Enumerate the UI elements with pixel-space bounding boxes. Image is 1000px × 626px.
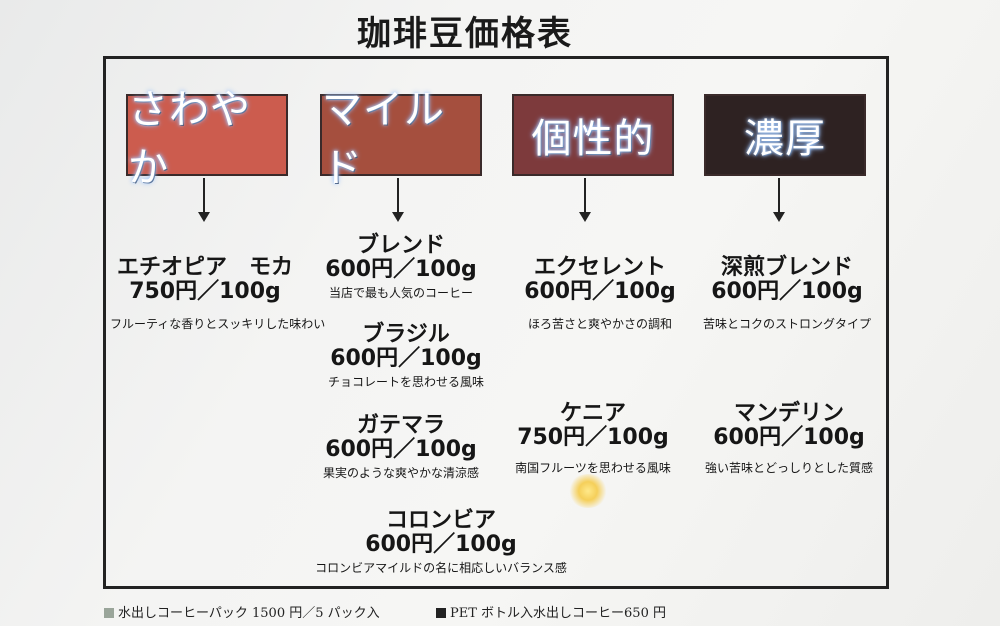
footer-right-text: PET ボトル入水出しコーヒー650 円 (450, 606, 666, 621)
arrow-down-icon (773, 178, 785, 222)
category-mild: マイルド (320, 87, 482, 191)
arrow-down-icon (392, 178, 404, 222)
item-desc: フルーティな香りとスッキリした味わい (110, 317, 326, 331)
item-price: 600円／100g (524, 279, 676, 304)
item-price: 600円／100g (711, 279, 863, 304)
item-desc: 強い苦味とどっしりとした質感 (704, 461, 873, 475)
item-name: ブレンド (356, 233, 445, 258)
category-sawayaka: さわやか (126, 87, 288, 191)
item-price: 750円／100g (129, 279, 281, 304)
item-price: 600円／100g (330, 346, 482, 371)
item-name: 深煎ブレンド (720, 255, 853, 280)
arrow-down-icon (579, 178, 591, 222)
item-ethiopia-mocha: エチオピア モカ 750円／100g フルーティな香りとスッキリした味わい (110, 255, 326, 332)
item-desc: 当店で最も人気のコーヒー (328, 286, 473, 300)
footer-pet-bottle: PET ボトル入水出しコーヒー650 円 (436, 602, 666, 621)
item-desc: コロンビアマイルドの名に相応しいバランス感 (315, 561, 567, 575)
item-price: 600円／100g (325, 437, 477, 462)
item-brazil: ブラジル 600円／100g チョコレートを思わせる風味 (316, 323, 496, 390)
item-price: 600円／100g (365, 532, 517, 557)
item-name: ガテマラ (356, 413, 445, 438)
item-price: 600円／100g (713, 425, 865, 450)
item-colombia: コロンビア 600円／100g コロンビアマイルドの名に相応しいバランス感 (296, 509, 586, 576)
light-reflection (568, 474, 608, 508)
item-name: エクセレント (533, 255, 666, 280)
item-name: ブラジル (362, 322, 450, 347)
item-name: マンデリン (733, 401, 844, 426)
item-desc: 果実のような爽やかな清涼感 (322, 466, 479, 480)
item-kenya: ケニア 750円／100g 南国フルーツを思わせる風味 (498, 402, 688, 476)
item-guatemala: ガテマラ 600円／100g 果実のような爽やかな清涼感 (316, 414, 486, 481)
item-price: 600円／100g (325, 257, 477, 282)
item-shinsen-blend: 深煎ブレンド 600円／100g 苦味とコクのストロングタイプ (692, 256, 882, 332)
item-name: コロンビア (385, 508, 496, 533)
item-price: 750円／100g (517, 425, 669, 450)
item-desc: チョコレートを思わせる風味 (327, 375, 484, 389)
item-desc: 苦味とコクのストロングタイプ (702, 317, 871, 331)
item-mandheling: マンデリン 600円／100g 強い苦味とどっしりとした質感 (694, 402, 884, 476)
item-blend: ブレンド 600円／100g 当店で最も人気のコーヒー (316, 234, 486, 301)
item-excellent: エクセレント 600円／100g ほろ苦さと爽やかさの調和 (505, 256, 695, 332)
square-bullet-icon (436, 608, 446, 618)
item-desc: 南国フルーツを思わせる風味 (515, 461, 671, 475)
item-name: ケニア (559, 401, 626, 426)
item-desc: ほろ苦さと爽やかさの調和 (527, 317, 672, 331)
page-title: 珈琲豆価格表 (357, 14, 573, 54)
item-name: エチオピア モカ (116, 255, 293, 280)
menu-frame (103, 56, 889, 589)
footer-cold-brew-pack: 水出しコーヒーパック 1500 円／5 パック入 (104, 602, 380, 621)
square-bullet-icon (104, 608, 114, 618)
footer-left-text: 水出しコーヒーパック 1500 円／5 パック入 (118, 606, 380, 621)
category-noukou: 濃厚 (704, 94, 866, 176)
category-koseiteki: 個性的 (512, 94, 674, 176)
arrow-down-icon (198, 178, 210, 222)
